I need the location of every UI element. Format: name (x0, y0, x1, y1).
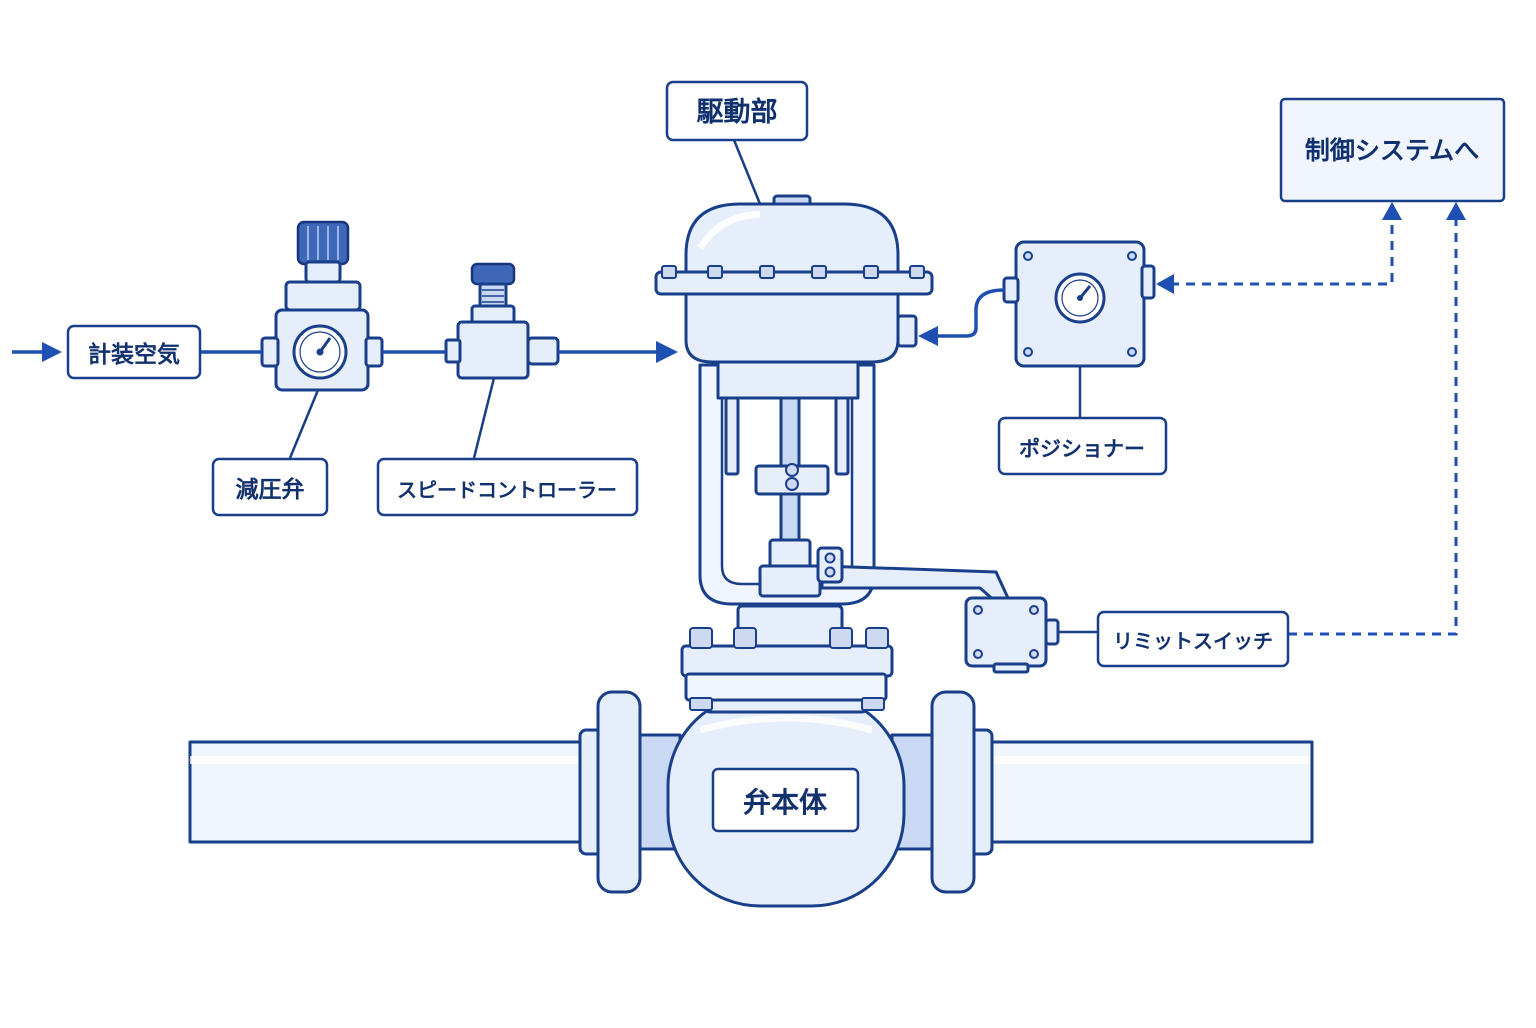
bonnet-bolts (689, 627, 889, 711)
pipeline (188, 740, 1314, 844)
actuator-bolts (661, 265, 925, 279)
adjust-knob-icon (296, 220, 350, 266)
pressure-gauge-icon (1054, 272, 1106, 324)
label-limit-switch: リミットスイッチ (1096, 610, 1290, 668)
label-actuator: 駆動部 (665, 80, 809, 142)
label-to-control-system: 制御システムへ (1279, 97, 1506, 203)
bonnet-flange (680, 644, 894, 678)
positioner (1002, 240, 1156, 368)
label-pressure-reducing-valve: 減圧弁 (211, 457, 329, 517)
actuator-flange (654, 270, 934, 296)
actuator-upper-case (684, 202, 900, 280)
limit-switch (964, 596, 1060, 674)
label-positioner: ポジショナー (997, 416, 1168, 476)
label-text: 減圧弁 (236, 476, 305, 503)
label-text: 制御システムへ (1305, 136, 1479, 165)
stem-packing (768, 538, 812, 570)
adjust-knob-icon (470, 262, 516, 286)
signal-arrow-icon (1156, 274, 1174, 294)
actuator-air-port (896, 314, 918, 348)
speed-controller-body (456, 320, 530, 380)
signal-arrow-icon (1446, 202, 1466, 220)
label-text: スピードコントローラー (397, 478, 617, 502)
label-text: 駆動部 (697, 96, 778, 128)
label-speed-controller: スピードコントローラー (376, 457, 639, 517)
label-valve-body: 弁本体 (711, 767, 860, 833)
speed-controller-fitting (526, 336, 560, 366)
right-flange (930, 690, 976, 894)
label-instrument-air: 計装空気 (66, 324, 202, 380)
flow-arrow-icon (918, 326, 938, 346)
left-flange (596, 690, 642, 894)
flow-arrow-icon (42, 342, 62, 362)
leader-lines (288, 139, 1098, 634)
actuator (654, 194, 934, 364)
label-text: 計装空気 (88, 341, 180, 368)
air-supply-lines (12, 288, 1005, 363)
pressure-reducing-valve (260, 220, 384, 392)
bonnet-top (736, 604, 844, 648)
actuator-lower-case (684, 292, 900, 364)
yoke-assembly (698, 360, 1010, 606)
yoke-top-block (716, 360, 860, 400)
flow-arrow-icon (656, 341, 678, 363)
pressure-gauge-icon (292, 324, 348, 380)
valve-body (578, 604, 994, 908)
packing-gland (758, 564, 822, 598)
bonnet-flange-lower (684, 672, 888, 702)
label-text: 弁本体 (743, 786, 828, 819)
speed-controller (444, 262, 560, 380)
signal-arrow-icon (1382, 202, 1402, 220)
signal-lines (1156, 202, 1466, 636)
label-text: ポジショナー (1019, 437, 1145, 461)
label-text: リミットスイッチ (1113, 629, 1273, 653)
